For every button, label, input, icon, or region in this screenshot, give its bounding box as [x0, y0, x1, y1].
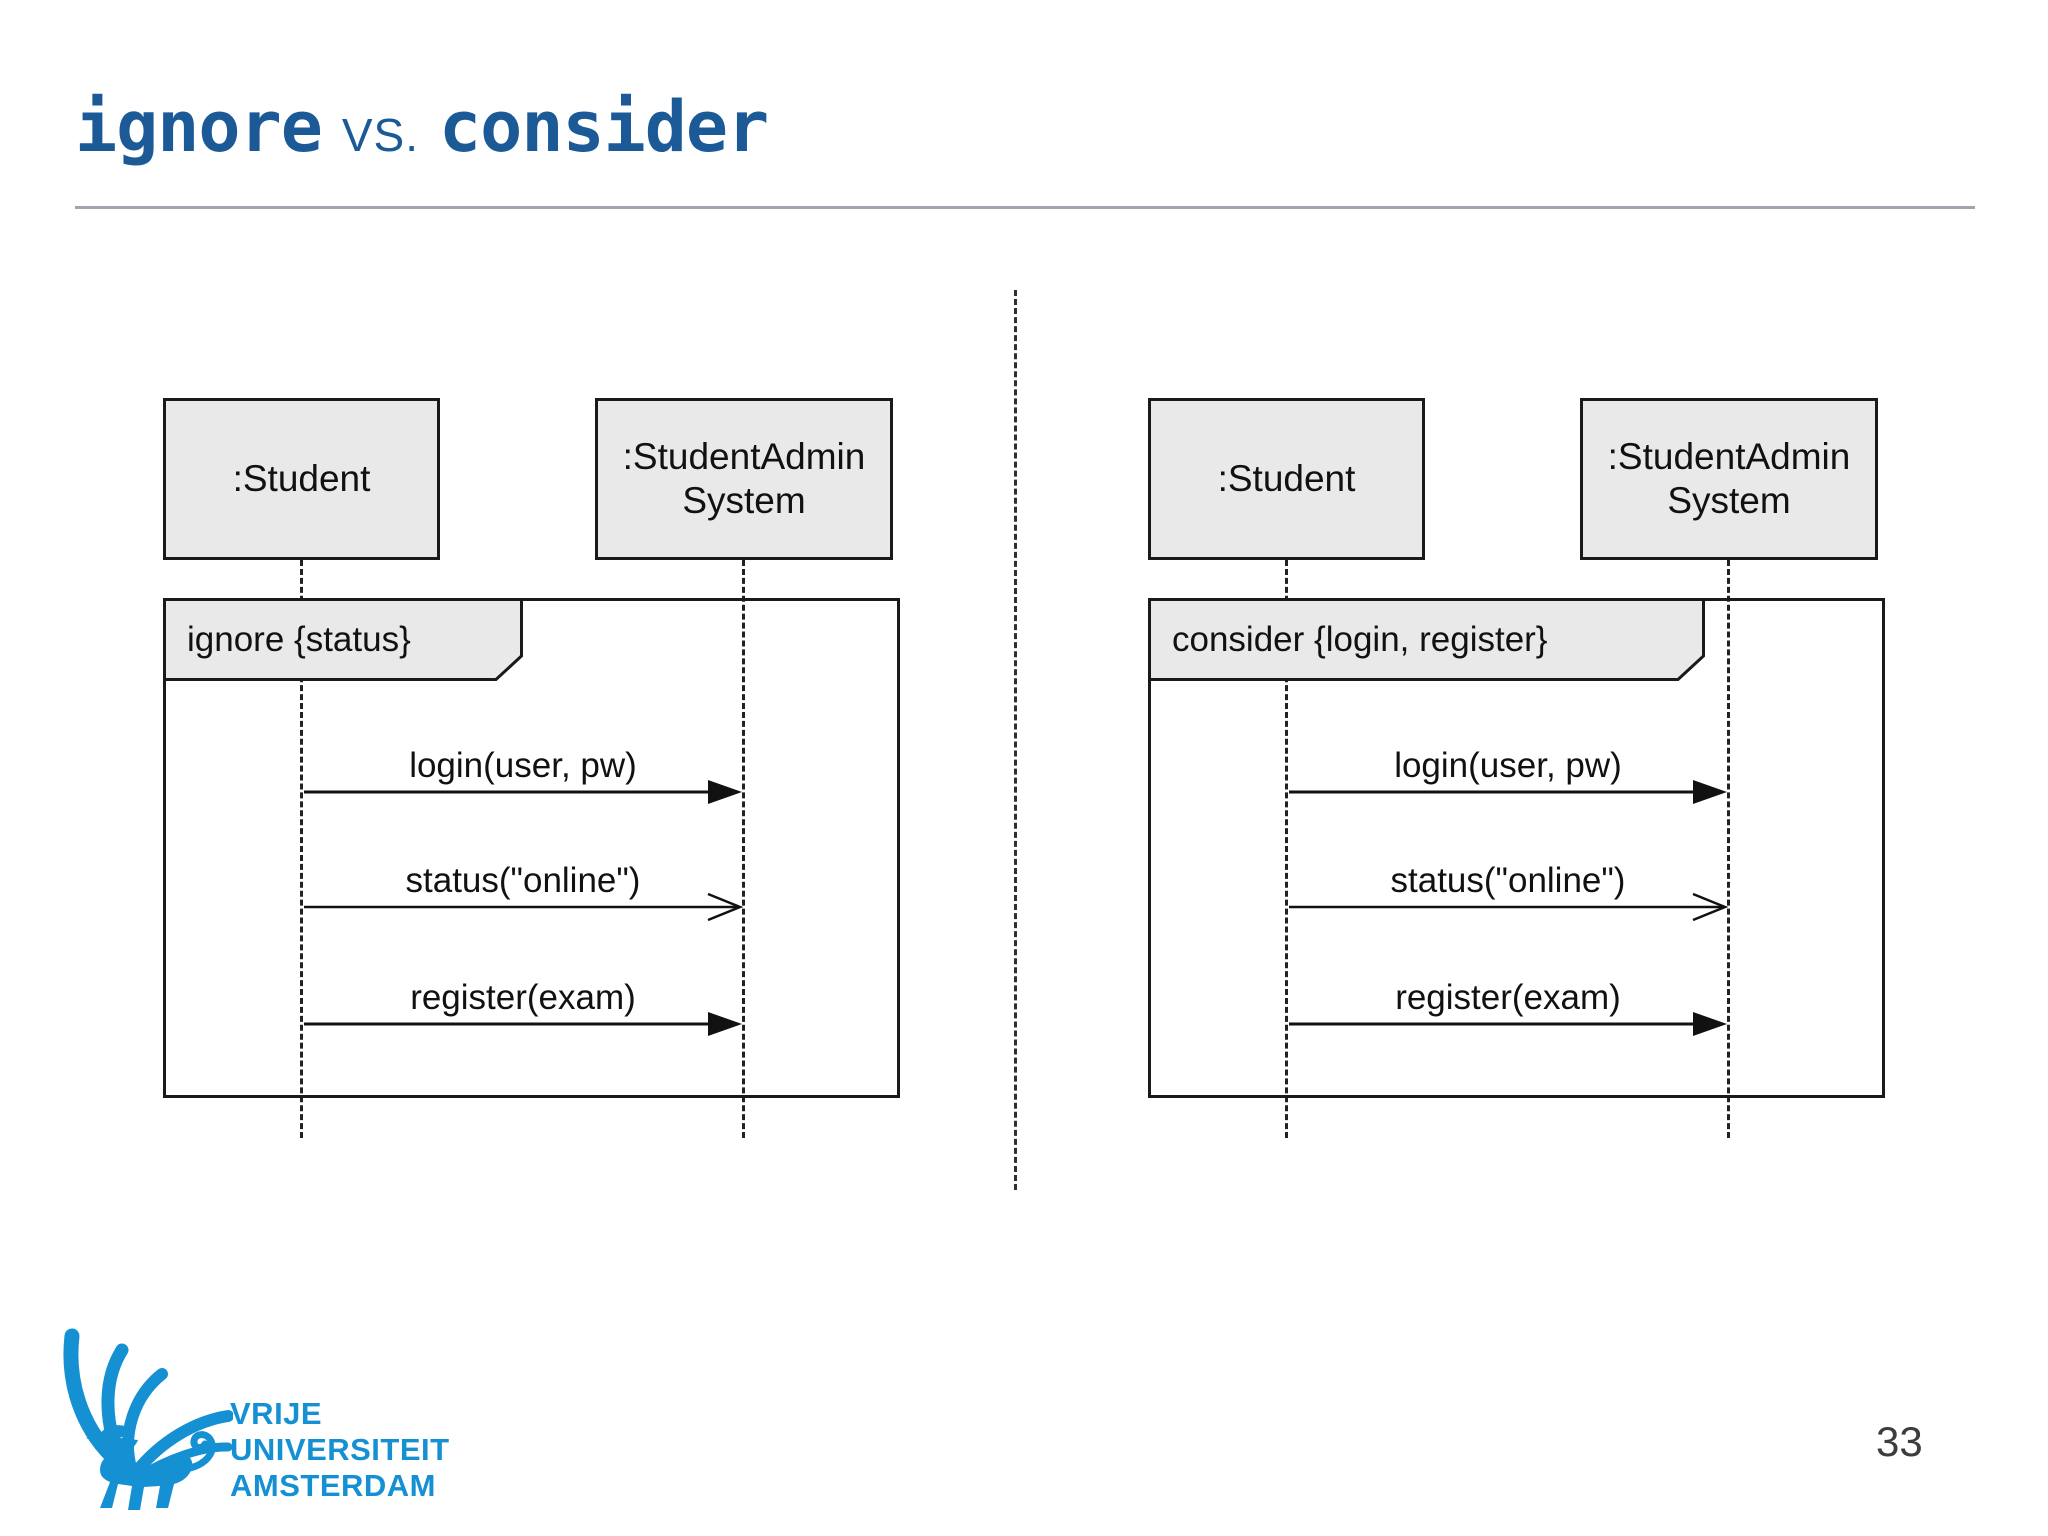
actor-label-line2: System: [1667, 480, 1791, 521]
lifeline-studentadminsystem: [1727, 560, 1730, 1138]
lifeline-studentadminsystem: [742, 560, 745, 1138]
message-arrow-async: [1289, 892, 1729, 922]
title-keyword-ignore: ignore: [75, 86, 323, 168]
actor-label: :Student: [1217, 458, 1356, 500]
vertical-divider-dashed: [1014, 290, 1017, 1190]
message-arrow-sync: [304, 1012, 742, 1036]
frame-label-pentagon: [163, 598, 523, 681]
frame-operator-label: consider {login, register}: [1172, 619, 1548, 659]
sequence-diagram-ignore: :Student :StudentAdmin System ignore {st…: [163, 398, 900, 1140]
lifeline-student: [1285, 560, 1288, 1138]
message-label-status: status("online"): [1390, 861, 1626, 900]
actor-label-line2: System: [682, 480, 806, 521]
sequence-diagram-consider: :Student :StudentAdmin System consider {…: [1148, 398, 1885, 1140]
logo-line-universiteit: UNIVERSITEIT: [230, 1432, 450, 1467]
page-title: ignore VS. consider: [75, 86, 769, 168]
vu-amsterdam-logo: VRIJE UNIVERSITEIT AMSTERDAM: [48, 1322, 478, 1522]
frame-label-pentagon: [1148, 598, 1705, 681]
frame-operator-label: ignore {status}: [187, 619, 411, 659]
message-label-register: register(exam): [1395, 978, 1621, 1017]
interaction-frame: [163, 598, 900, 1098]
actor-label: :StudentAdmin: [1607, 436, 1851, 478]
title-keyword-consider: consider: [439, 86, 769, 168]
message-arrow-sync: [1289, 1012, 1727, 1036]
message-arrow-sync: [1289, 780, 1727, 804]
griffin-icon: [63, 1328, 233, 1510]
actor-box-student: :Student: [1148, 398, 1425, 560]
actor-label: :StudentAdmin: [622, 436, 866, 478]
actor-box-student: :Student: [163, 398, 440, 560]
message-arrow-sync: [304, 780, 742, 804]
title-vs-text: VS.: [341, 109, 420, 161]
page-number: 33: [1876, 1418, 1923, 1465]
message-label-status: status("online"): [405, 861, 641, 900]
message-arrow-async: [304, 892, 744, 922]
actor-label: :Student: [232, 458, 371, 500]
lifeline-student: [300, 560, 303, 1138]
message-label-register: register(exam): [410, 978, 636, 1017]
actor-box-studentadminsystem: :StudentAdmin System: [595, 398, 893, 560]
message-label-login: login(user, pw): [409, 746, 637, 785]
logo-line-amsterdam: AMSTERDAM: [230, 1468, 436, 1503]
logo-line-vrije: VRIJE: [230, 1396, 323, 1431]
logo-wordmark: VRIJE UNIVERSITEIT AMSTERDAM: [230, 1396, 450, 1504]
title-underline-rule: [75, 206, 1975, 209]
message-label-login: login(user, pw): [1394, 746, 1622, 785]
actor-box-studentadminsystem: :StudentAdmin System: [1580, 398, 1878, 560]
